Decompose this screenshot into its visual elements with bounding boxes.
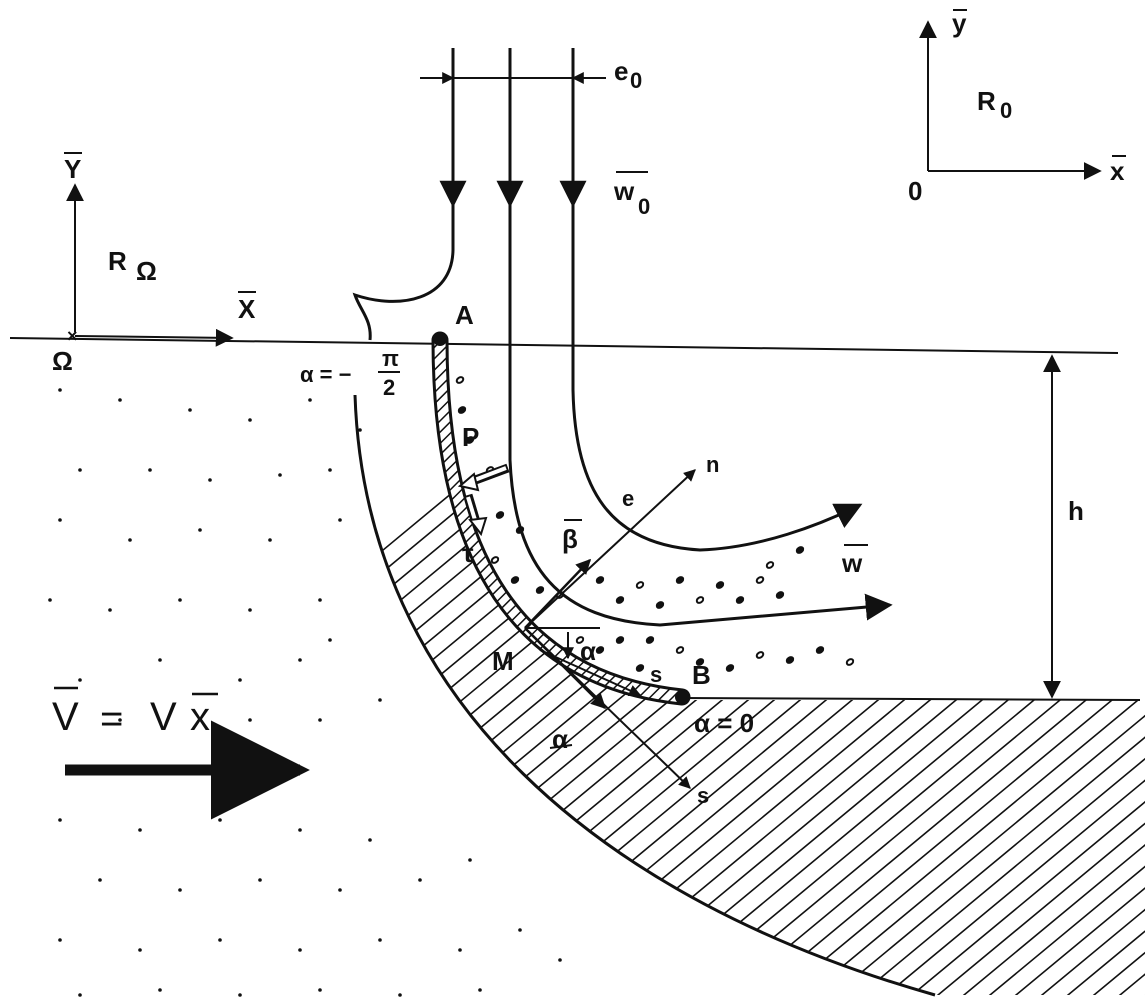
local-frame xyxy=(524,469,696,789)
label-R0-sub: 0 xyxy=(1000,98,1012,123)
velocity-unit: x xyxy=(190,695,210,739)
label-w0: w xyxy=(613,176,635,206)
n-axis xyxy=(524,469,696,629)
velocity-rhs: V xyxy=(150,695,177,739)
label-alpha-A: α = − xyxy=(300,362,351,387)
label-alpha-vec-bar xyxy=(549,744,573,749)
frame-R0 xyxy=(919,20,1102,180)
label-ROmega-X: X xyxy=(238,294,256,324)
label-alpha-angle: α xyxy=(580,636,596,666)
label-B: B xyxy=(692,660,711,690)
label-w: w xyxy=(841,548,863,578)
label-beta: β xyxy=(562,524,578,554)
streamline-left xyxy=(352,48,455,341)
label-alpha-B: α = 0 xyxy=(694,708,754,738)
label-ROmega: R xyxy=(108,246,127,276)
label-h: h xyxy=(1068,496,1084,526)
label-alpha-A-num: π xyxy=(382,346,399,371)
body-outer-contour xyxy=(353,394,936,997)
label-alpha-vec: α xyxy=(552,724,568,754)
label-ROmega-sub: Ω xyxy=(136,256,157,286)
label-ROmega-Y: Y xyxy=(64,154,81,184)
label-R0: R xyxy=(977,86,996,116)
beta-vector xyxy=(524,558,592,629)
label-M: M xyxy=(492,646,514,676)
streamline-right xyxy=(571,48,863,552)
pressure-shear-arrows xyxy=(457,463,510,537)
alpha-vector xyxy=(524,627,607,710)
surface-line xyxy=(9,337,1119,354)
frame-ROmega: × xyxy=(66,183,234,347)
material-dots-left xyxy=(48,388,562,997)
jet-streamlines xyxy=(352,48,893,627)
origin-cross: × xyxy=(67,326,78,346)
label-ROmega-origin: Ω xyxy=(52,346,73,376)
label-tau: τ xyxy=(462,538,474,568)
velocity-eq: = xyxy=(100,697,123,741)
label-A: A xyxy=(455,300,474,330)
label-s-near: s xyxy=(650,662,662,687)
point-B-marker xyxy=(675,690,689,704)
label-e0-sub: 0 xyxy=(630,68,642,93)
label-R0-y: y xyxy=(952,8,967,38)
label-R0-origin: 0 xyxy=(908,176,922,206)
frame-ROmega-x-axis xyxy=(74,328,234,347)
depth-line xyxy=(679,697,1141,701)
velocity-lhs: V xyxy=(52,695,79,739)
label-s-far: s xyxy=(697,783,709,808)
tangent-s-arrow xyxy=(539,649,642,697)
point-A-marker xyxy=(433,332,447,346)
label-w0-sub: 0 xyxy=(638,194,650,219)
label-P: P xyxy=(462,422,479,452)
cut-front-hatched xyxy=(434,334,688,703)
label-e: e xyxy=(622,486,634,511)
label-R0-x: x xyxy=(1110,156,1125,186)
streamline-middle xyxy=(508,48,893,627)
label-n: n xyxy=(706,452,719,477)
label-alpha-A-den: 2 xyxy=(383,375,395,400)
label-e0: e xyxy=(614,56,628,86)
